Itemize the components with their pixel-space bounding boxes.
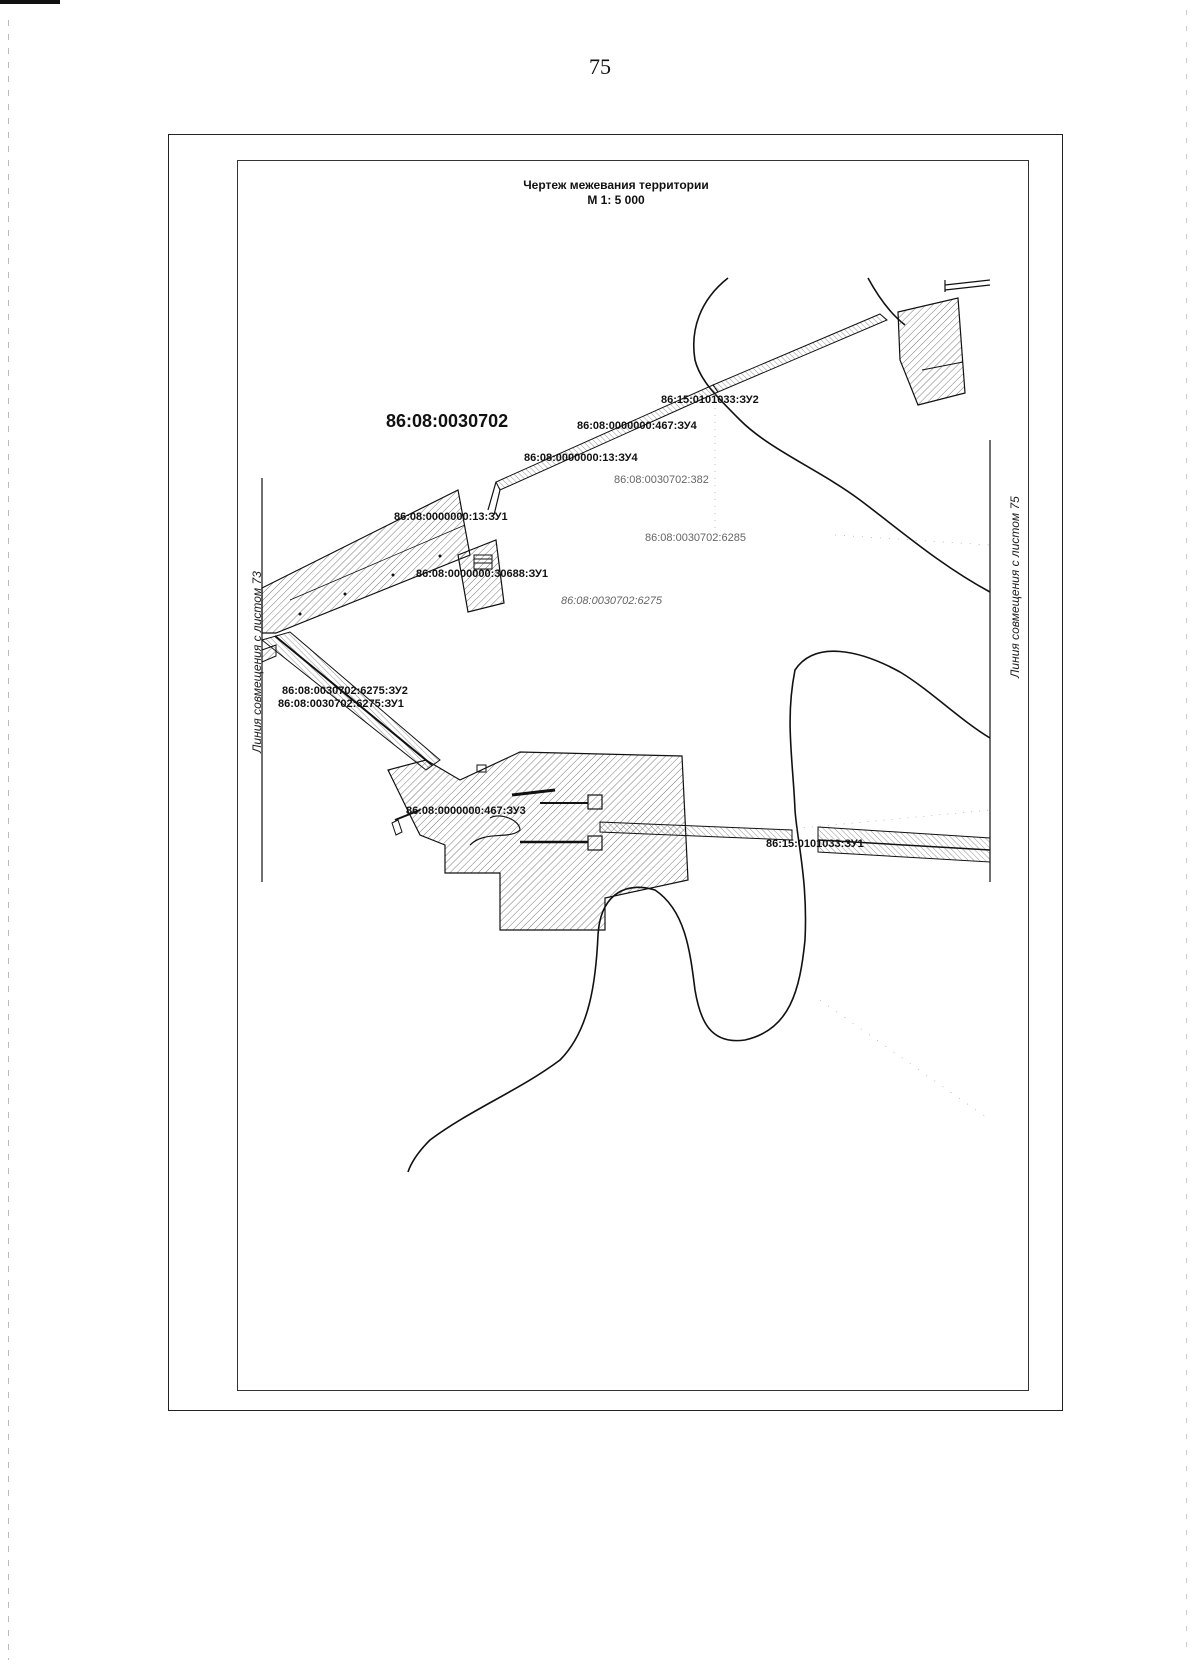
title-line-1: Чертеж межевания территории xyxy=(523,178,709,192)
hatched-parcel-west xyxy=(261,489,471,634)
linear-parcel-east xyxy=(599,821,793,841)
drawing-title: Чертеж межевания территории М 1: 5 000 xyxy=(400,178,832,208)
scan-edge-left xyxy=(8,20,9,1660)
parcel-label-30688-zu1: 86:08:0000000:30688:ЗУ1 xyxy=(416,568,548,580)
existing-parcel-6275: 86:08:0030702:6275 xyxy=(561,595,662,607)
river-boundary-upper xyxy=(693,277,991,593)
scan-corner-mark xyxy=(0,0,60,4)
parcel-label-zu1-bottom: 86:15:0101033:ЗУ1 xyxy=(766,838,864,850)
junction-label-left: Линия совмещения с листом 73 xyxy=(250,571,264,753)
page-number: 75 xyxy=(589,54,611,79)
river-boundary-lower xyxy=(407,650,991,1173)
parcel-label-zu2-top: 86:15:0101033:ЗУ2 xyxy=(661,394,759,406)
parcel-label-467-zu4: 86:08:0000000:467:ЗУ4 xyxy=(577,420,697,432)
junction-label-right: Линия совмещения с листом 75 xyxy=(1008,496,1022,678)
title-scale: М 1: 5 000 xyxy=(587,193,645,207)
parcel-label-13-zu4: 86:08:0000000:13:ЗУ4 xyxy=(524,452,638,464)
parcel-label-467-zu3: 86:08:0000000:467:ЗУ3 xyxy=(406,805,526,817)
existing-parcel-6285: 86:08:0030702:6285 xyxy=(645,532,746,544)
parcel-label-6275-zu1: 86:08:0030702:6275:ЗУ1 xyxy=(278,698,404,710)
outer-frame xyxy=(168,134,1063,1411)
parcel-label-6275-zu2: 86:08:0030702:6275:ЗУ2 xyxy=(282,685,408,697)
parcel-label-13-zu1: 86:08:0000000:13:ЗУ1 xyxy=(394,511,508,523)
drawing-frame xyxy=(237,160,1029,1391)
scan-edge-right xyxy=(1186,10,1187,1650)
existing-parcel-382: 86:08:0030702:382 xyxy=(614,474,709,486)
hatched-parcel-northeast xyxy=(897,297,966,406)
cadastral-block-number: 86:08:0030702 xyxy=(386,411,509,431)
linear-parcel-north-corridor xyxy=(712,313,888,393)
